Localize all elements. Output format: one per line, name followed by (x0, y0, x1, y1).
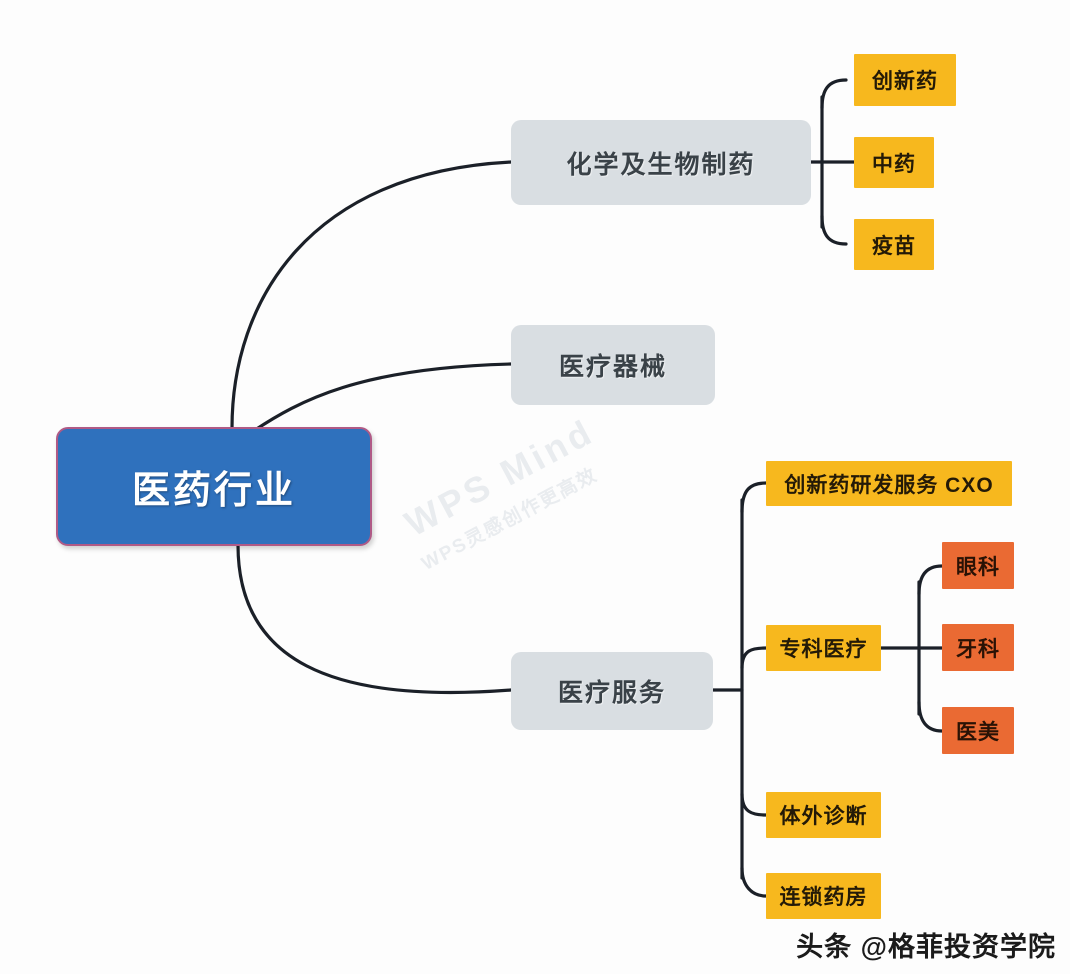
node-leaf-chain-pharmacy[interactable]: 连锁药房 (766, 873, 881, 919)
edge-services-to-specialty (740, 646, 768, 670)
node-leaf-specialty-medical[interactable]: 专科医疗 (766, 625, 881, 671)
node-branch-medical-devices[interactable]: 医疗器械 (511, 325, 715, 405)
edge-root-to-services (236, 543, 513, 695)
node-leaf-ophthalmology[interactable]: 眼科 (942, 542, 1014, 589)
edge-services-to-pharmacy (740, 866, 768, 898)
edge-specialty-to-aesthetics (917, 700, 944, 733)
edge-chemistry-to-innovative (820, 78, 848, 110)
edge-services-to-ivd (740, 792, 768, 817)
node-root-medicine-industry[interactable]: 医药行业 (56, 427, 372, 546)
node-branch-medical-services[interactable]: 医疗服务 (511, 652, 713, 730)
watermark-sub: WPS灵感创作更高效 (418, 464, 602, 575)
edge-root-to-chemistry (230, 160, 513, 430)
edge-specialty-to-ophthalmology (917, 564, 944, 596)
attribution-text: 头条 @格菲投资学院 (796, 932, 1056, 962)
node-leaf-innovative-drug[interactable]: 创新药 (854, 54, 956, 106)
edge-chemistry-to-vaccine (820, 214, 848, 246)
edge-root-to-devices (250, 362, 513, 434)
watermark-main: WPS Mind (398, 410, 601, 545)
node-leaf-traditional-chinese-medicine[interactable]: 中药 (854, 137, 934, 188)
node-branch-chemical-bio-pharma[interactable]: 化学及生物制药 (511, 120, 811, 205)
node-leaf-in-vitro-diagnostics[interactable]: 体外诊断 (766, 792, 881, 838)
node-leaf-dentistry[interactable]: 牙科 (942, 624, 1014, 671)
node-leaf-cxo-rnd-service[interactable]: 创新药研发服务 CXO (766, 461, 1012, 506)
node-leaf-vaccine[interactable]: 疫苗 (854, 219, 934, 270)
edge-services-to-cxo (740, 481, 768, 514)
node-leaf-medical-aesthetics[interactable]: 医美 (942, 707, 1014, 754)
